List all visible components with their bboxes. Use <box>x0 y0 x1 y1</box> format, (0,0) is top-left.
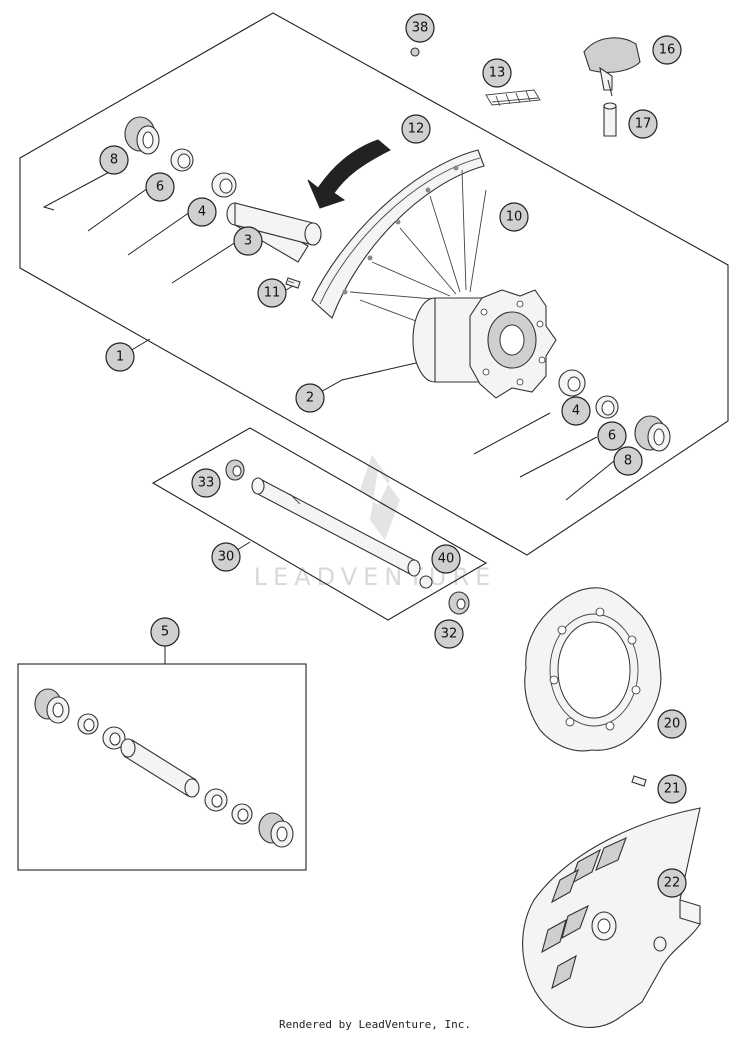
callout-20: 20 <box>657 709 687 739</box>
callout-4-lower: 4 <box>561 396 591 426</box>
svg-text:2: 2 <box>306 391 314 406</box>
callout-22: 22 <box>657 868 687 898</box>
axle-kit-frame <box>151 427 488 621</box>
svg-text:16: 16 <box>659 43 676 58</box>
svg-text:22: 22 <box>664 876 681 891</box>
svg-text:30: 30 <box>218 550 235 565</box>
callout-21: 21 <box>657 774 687 804</box>
svg-text:4: 4 <box>572 404 580 419</box>
callout-8-upper: 8 <box>99 145 129 175</box>
callout-4-upper: 4 <box>187 197 217 227</box>
callout-6-lower: 6 <box>597 421 627 451</box>
callout-8-lower: 8 <box>613 446 643 476</box>
svg-text:8: 8 <box>624 454 632 469</box>
lower-right-bearings <box>558 369 671 452</box>
callout-6-upper: 6 <box>145 172 175 202</box>
callout-10: 10 <box>499 202 529 232</box>
callout-2: 2 <box>295 383 325 413</box>
svg-text:1: 1 <box>116 350 124 365</box>
spoke-screw <box>285 277 301 289</box>
callout-30: 30 <box>211 542 241 572</box>
svg-text:4: 4 <box>198 205 206 220</box>
watermark-text: LEADVENTURE <box>254 563 497 591</box>
svg-text:5: 5 <box>161 625 169 640</box>
rotation-arrow <box>307 139 391 209</box>
svg-text:11: 11 <box>264 286 281 301</box>
svg-text:6: 6 <box>156 180 164 195</box>
small-nut <box>410 47 420 57</box>
balance-weights <box>485 89 541 107</box>
spacer-tube <box>226 202 322 263</box>
callout-13: 13 <box>482 58 512 88</box>
svg-text:8: 8 <box>110 153 118 168</box>
valve-part <box>583 37 641 137</box>
callout-17: 17 <box>628 109 658 139</box>
svg-text:21: 21 <box>664 782 681 797</box>
svg-text:17: 17 <box>635 117 652 132</box>
wheel-rim <box>311 149 485 319</box>
svg-text:13: 13 <box>489 66 506 81</box>
upper-left-bearings <box>124 116 237 198</box>
svg-text:40: 40 <box>438 552 455 567</box>
svg-text:38: 38 <box>412 21 429 36</box>
bearing-kit-contents <box>34 688 294 848</box>
axle-hardware <box>225 459 470 615</box>
callout-1: 1 <box>105 342 135 372</box>
callout-38: 38 <box>405 13 435 43</box>
callout-40: 40 <box>431 544 461 574</box>
brake-disc-guard <box>522 807 701 1028</box>
callout-5: 5 <box>150 617 180 647</box>
svg-text:20: 20 <box>664 717 681 732</box>
svg-text:32: 32 <box>441 627 458 642</box>
disc-screw <box>631 775 647 787</box>
callout-32: 32 <box>434 619 464 649</box>
svg-text:3: 3 <box>244 234 252 249</box>
front-axle <box>251 477 421 577</box>
wheel-spokes <box>349 169 487 331</box>
svg-text:6: 6 <box>608 429 616 444</box>
bearing-kit-box <box>17 663 307 871</box>
callout-16: 16 <box>652 35 682 65</box>
brake-disc <box>524 587 662 752</box>
svg-text:12: 12 <box>408 122 425 137</box>
svg-text:33: 33 <box>198 476 215 491</box>
callout-3: 3 <box>233 226 263 256</box>
callout-12: 12 <box>401 114 431 144</box>
footer-credit: Rendered by LeadVenture, Inc. <box>278 1018 472 1031</box>
leadventure-watermark: LEADVENTURE <box>254 455 497 591</box>
callout-11: 11 <box>257 278 287 308</box>
wheel-hub <box>412 289 557 399</box>
svg-text:10: 10 <box>506 210 523 225</box>
callout-33: 33 <box>191 468 221 498</box>
wheel-assembly-frame <box>19 12 729 556</box>
